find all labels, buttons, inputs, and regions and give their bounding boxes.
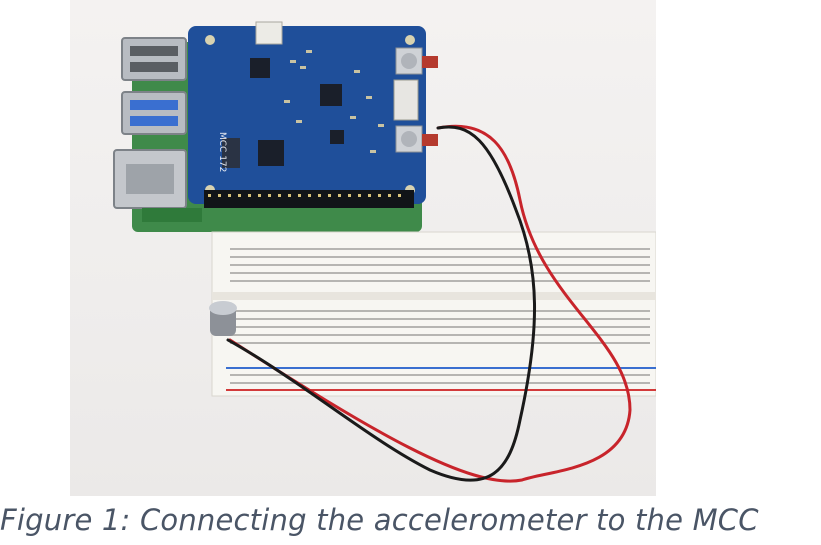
wire-icon xyxy=(226,124,632,483)
mcc-hat-board-icon: MCC 172 xyxy=(188,21,438,208)
figure-illustration: MCC 172 xyxy=(113,21,656,483)
figure-caption: Figure 1: Connecting the accelerometer t… xyxy=(0,503,759,537)
breadboard-icon xyxy=(211,231,656,397)
board-label: MCC 172 xyxy=(217,132,227,172)
figure-photo: MCC 172 xyxy=(70,0,656,496)
accelerometer-sensor-icon xyxy=(209,301,237,336)
